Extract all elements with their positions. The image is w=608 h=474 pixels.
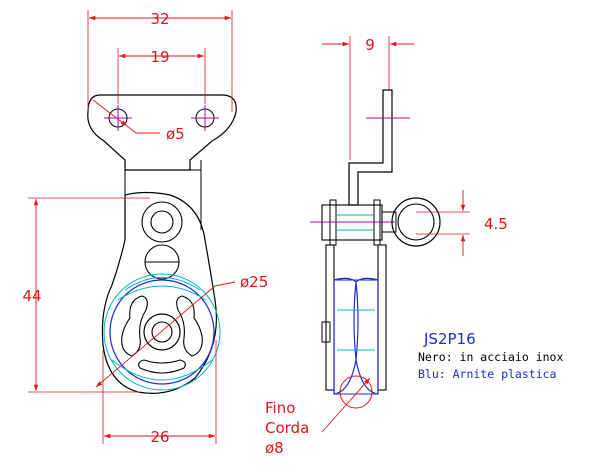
hidden-arc-top2 bbox=[117, 285, 207, 301]
rope-note-line2: Corda bbox=[265, 419, 309, 437]
cheek-plate-outline bbox=[101, 191, 218, 394]
legend: JS2P16 Nero: in acciaio inox Blu: Arnite… bbox=[418, 330, 563, 381]
top-plate-outline bbox=[87, 94, 237, 171]
rope-note-line1: Fino bbox=[265, 399, 295, 417]
sheave-side bbox=[333, 277, 379, 395]
upper-pin-outer bbox=[141, 201, 183, 243]
hole-centerlines bbox=[104, 105, 219, 131]
hidden-arc-top bbox=[124, 277, 201, 291]
dim-19-label: 19 bbox=[150, 48, 169, 66]
dim-26-label: 26 bbox=[150, 428, 169, 446]
ring-outer bbox=[391, 197, 441, 247]
dim-d25-leader bbox=[95, 285, 216, 388]
rope-leader bbox=[321, 377, 371, 433]
legend-black: Nero: in acciaio inox bbox=[418, 350, 563, 364]
slot-left bbox=[121, 295, 148, 357]
sheave-hidden-outer bbox=[103, 273, 221, 391]
front-view: 32 19 ø5 44 ø25 26 bbox=[22, 10, 268, 446]
dim-d25-label: ø25 bbox=[240, 273, 268, 291]
hidden-arc-bottom bbox=[111, 359, 213, 381]
bent-strap bbox=[348, 89, 393, 206]
product-code: JS2P16 bbox=[423, 330, 476, 348]
rope-circle bbox=[339, 375, 373, 409]
sheave-hub-inner bbox=[151, 321, 173, 343]
side-plate-right bbox=[377, 244, 387, 391]
upper-pin-inner bbox=[150, 210, 174, 234]
dim-32-label: 32 bbox=[150, 10, 169, 28]
sheave-outline bbox=[109, 279, 215, 385]
dim-d5-leader bbox=[92, 99, 128, 127]
dim-d5-label: ø5 bbox=[166, 125, 185, 143]
side-plate-left bbox=[325, 244, 335, 391]
side-view: 4.5 9 Fino Corda ø8 bbox=[265, 36, 508, 457]
ring-inner bbox=[397, 203, 435, 241]
slot-bottom bbox=[138, 359, 186, 374]
dim-9-label: 9 bbox=[365, 36, 375, 54]
rope-note-line3: ø8 bbox=[265, 439, 284, 457]
legend-blue: Blu: Arnite plastica bbox=[418, 367, 556, 381]
dim-45-label: 4.5 bbox=[484, 215, 508, 233]
dim-44-label: 44 bbox=[22, 287, 41, 305]
sheave-hub-outer bbox=[143, 313, 181, 351]
slot-right bbox=[176, 295, 203, 357]
